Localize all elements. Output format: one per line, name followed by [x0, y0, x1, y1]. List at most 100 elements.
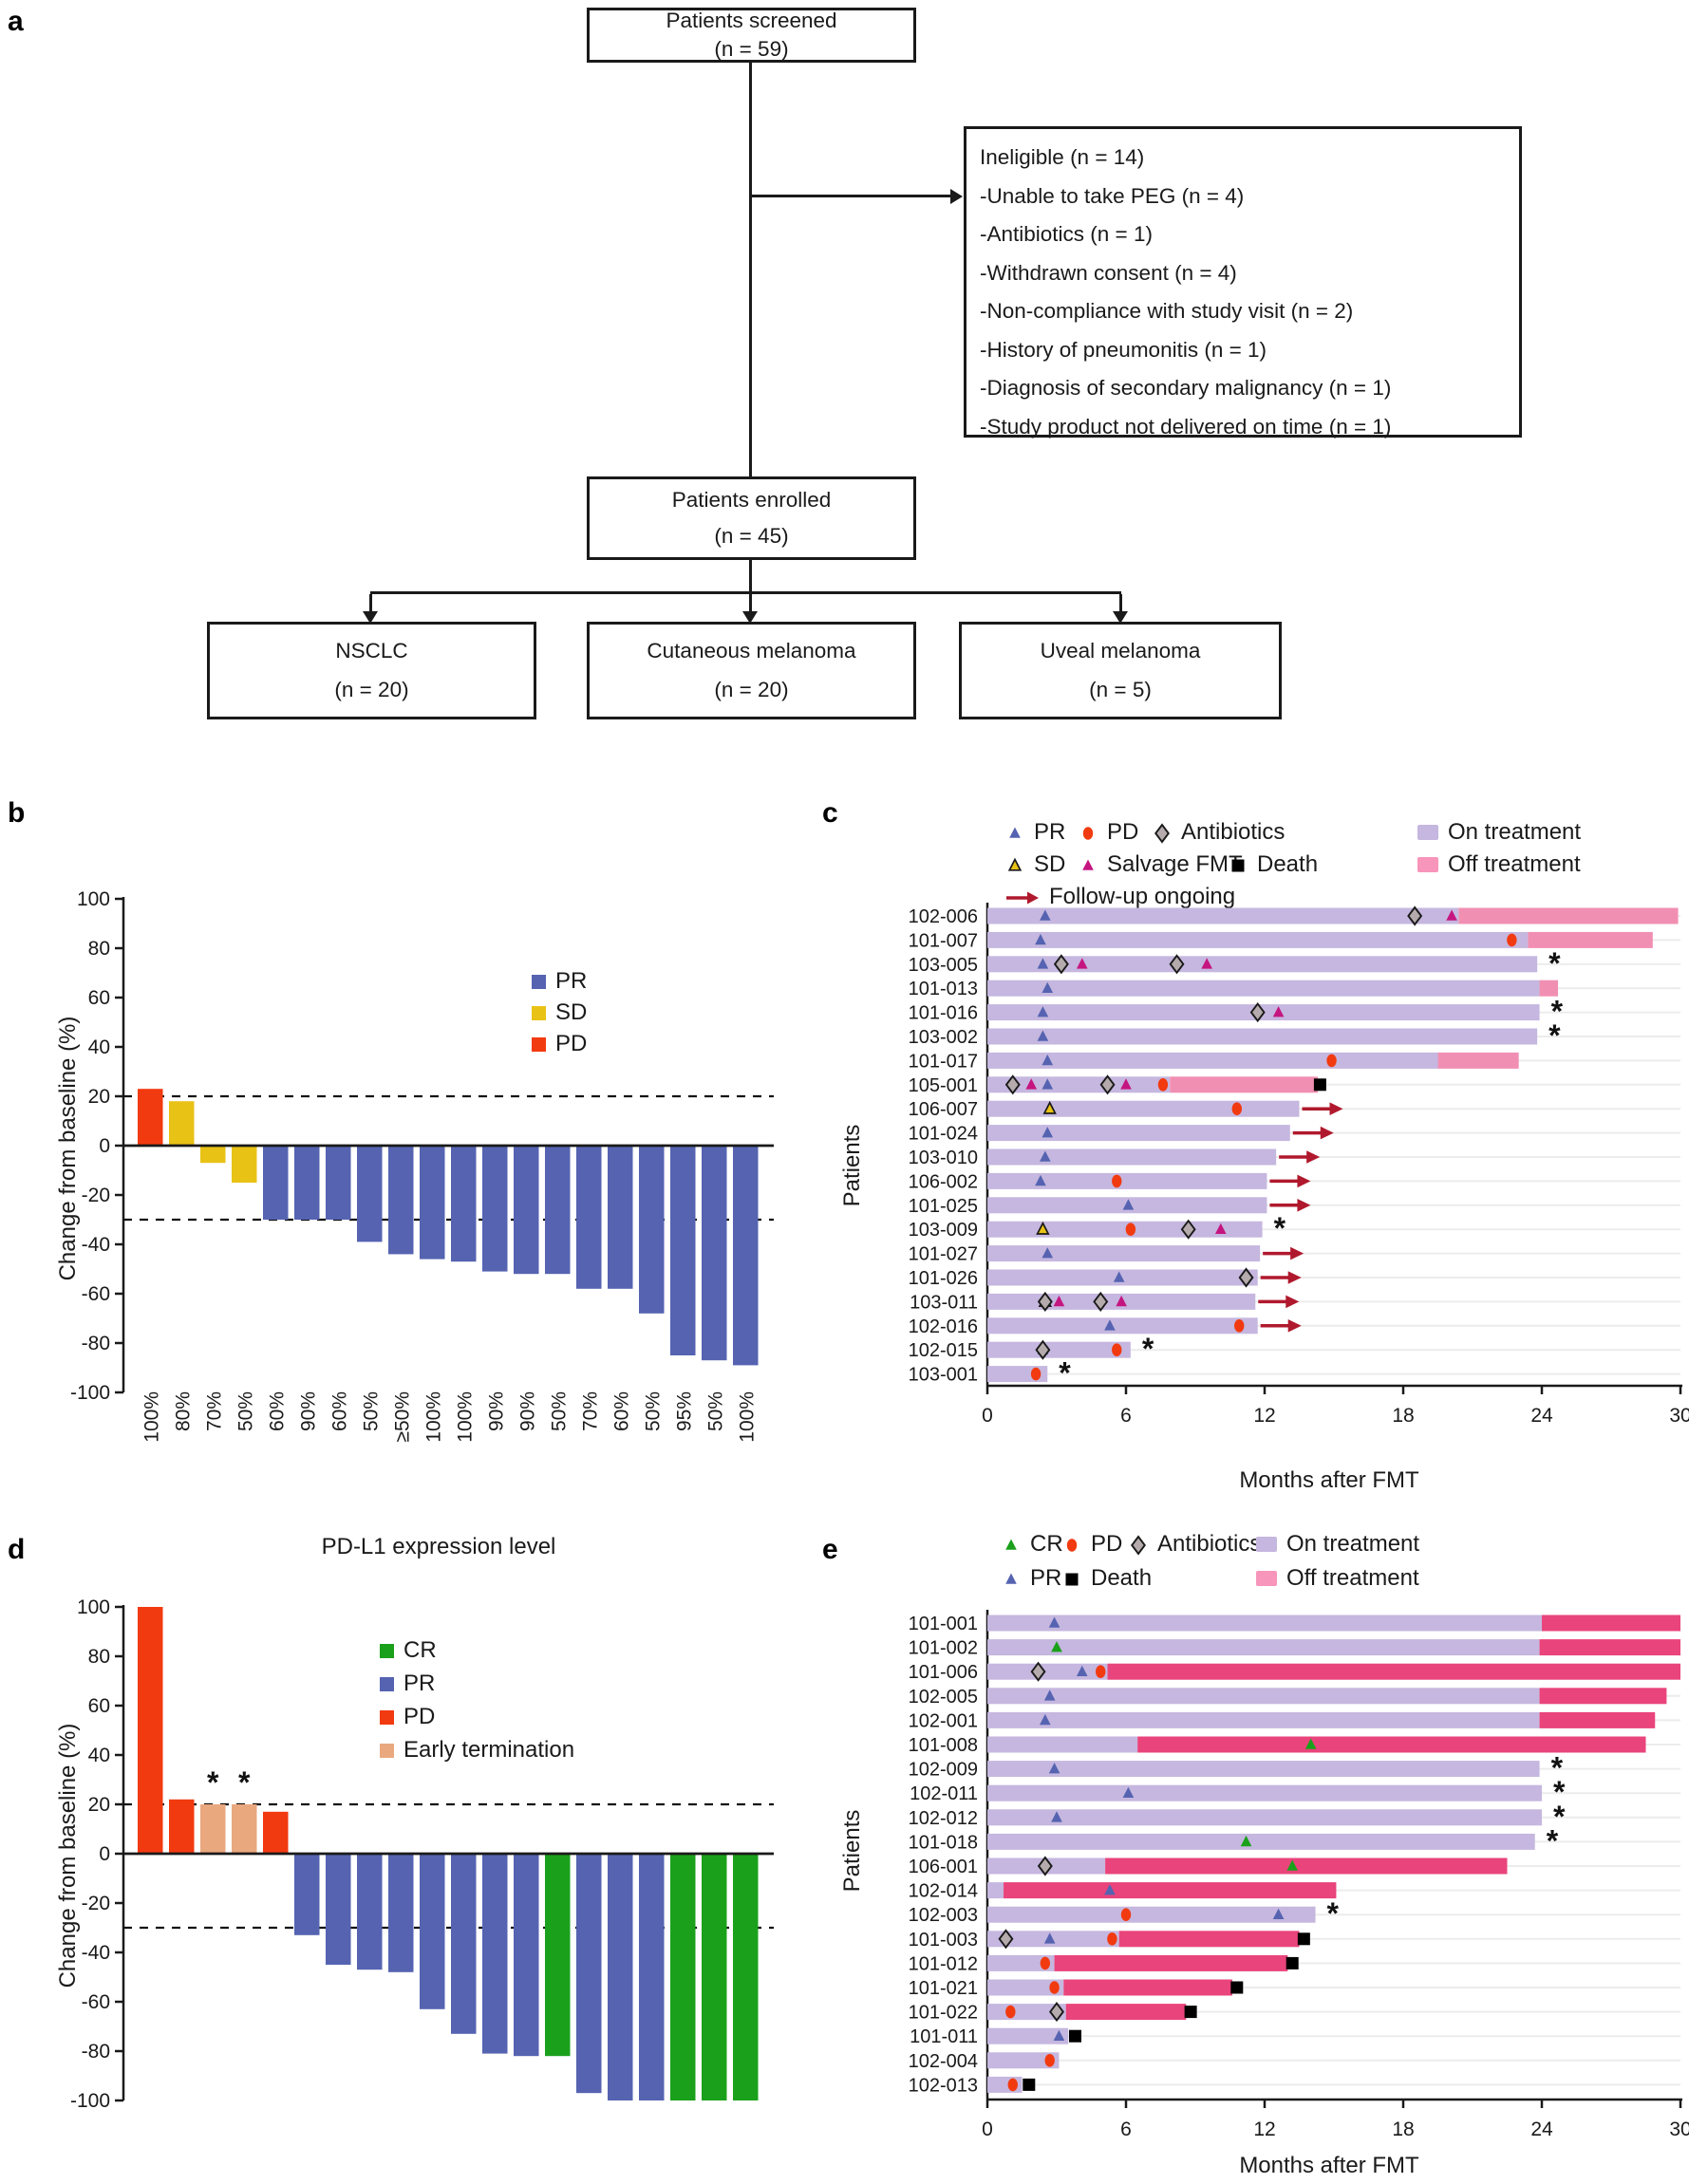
panel-c-ylabel: Patients — [839, 1124, 865, 1207]
cutaneous-count: (n = 20) — [714, 677, 789, 701]
svg-text:*: * — [1551, 1751, 1564, 1785]
panel-e-xlabel: Months after FMT — [1239, 2153, 1419, 2178]
uveal-title: Uveal melanoma — [1040, 639, 1201, 663]
legend-item-antibiotics-diamond: Antibiotics — [1128, 1530, 1261, 1559]
svg-text:50%: 50% — [642, 1391, 664, 1431]
svg-text:12: 12 — [1253, 1405, 1275, 1427]
svg-text:101-021: 101-021 — [909, 1978, 978, 1999]
connector-enrolled-branch — [749, 560, 752, 592]
svg-text:*: * — [1553, 1800, 1566, 1834]
panel-d-waterfall-chart: 100806040200-20-40-60-80-100**CRPRPDEarl… — [70, 1596, 774, 2112]
flowchart-box-cutaneous: Cutaneous melanoma (n = 20) — [587, 622, 916, 719]
svg-text:20: 20 — [88, 1794, 110, 1816]
svg-text:60%: 60% — [610, 1391, 632, 1431]
svg-text:-80: -80 — [82, 1333, 110, 1354]
svg-text:102-006: 102-006 — [909, 906, 978, 927]
svg-text:101-013: 101-013 — [909, 979, 978, 999]
ineligible-line: -Non-compliance with study visit (n = 2) — [980, 299, 1354, 323]
svg-text:*: * — [1274, 1211, 1286, 1245]
svg-text:101-016: 101-016 — [909, 1003, 978, 1024]
branch-stem-uveal — [1119, 594, 1122, 613]
ineligible-line: -Withdrawn consent (n = 4) — [980, 260, 1237, 285]
legend-label: Antibiotics — [1181, 819, 1286, 845]
svg-text:90%: 90% — [516, 1391, 538, 1431]
svg-text:-60: -60 — [82, 1991, 110, 2013]
svg-text:0: 0 — [982, 1405, 993, 1427]
cr-triangle — [1005, 1539, 1017, 1550]
legend-label: Antibiotics — [1157, 1531, 1262, 1557]
legend-label: Death — [1091, 1565, 1153, 1591]
arrowhead-cutaneous — [742, 611, 758, 624]
legend-item-sd-triangle: SD — [1004, 850, 1065, 879]
svg-text:*: * — [1327, 1896, 1340, 1931]
svg-text:102-015: 102-015 — [909, 1340, 978, 1361]
svg-text:60: 60 — [88, 1695, 110, 1717]
off-swatch — [1256, 1571, 1277, 1586]
svg-text:102-009: 102-009 — [909, 1760, 978, 1781]
nsclc-count: (n = 20) — [334, 677, 409, 701]
panel-e-ylabel: Patients — [839, 1809, 865, 1893]
legend-item-pr-triangle: PR — [1004, 818, 1065, 847]
svg-text:60%: 60% — [328, 1391, 350, 1431]
flowchart-box-nsclc: NSCLC (n = 20) — [207, 622, 536, 719]
legend-item-antibiotics-diamond: Antibiotics — [1152, 818, 1285, 847]
svg-text:-100: -100 — [70, 1382, 110, 1404]
svg-text:PR: PR — [403, 1671, 435, 1696]
svg-text:Early termination: Early termination — [403, 1737, 574, 1763]
panel-label-a: a — [8, 6, 24, 37]
svg-text:30: 30 — [1669, 2119, 1689, 2140]
legend-item-pr-triangle: PR — [1001, 1564, 1061, 1593]
svg-text:*: * — [1548, 946, 1561, 980]
svg-text:102-003: 102-003 — [909, 1905, 978, 1926]
pd-circle — [1082, 827, 1094, 840]
flowchart-box-uveal: Uveal melanoma (n = 5) — [959, 622, 1282, 719]
svg-text:*: * — [1142, 1332, 1154, 1366]
svg-text:*: * — [1547, 1823, 1559, 1857]
svg-text:*: * — [1551, 995, 1564, 1029]
svg-text:24: 24 — [1530, 2119, 1553, 2140]
legend-label: CR — [1030, 1531, 1063, 1557]
svg-text:101-011: 101-011 — [910, 2026, 978, 2047]
svg-text:101-003: 101-003 — [909, 1930, 978, 1951]
svg-text:102-012: 102-012 — [909, 1808, 978, 1829]
followup-arrow — [1006, 891, 1039, 905]
screened-title: Patients screened — [666, 8, 837, 32]
legend-item-death-square: Death — [1228, 850, 1318, 879]
panel-b-xlabel: PD-L1 expression level — [321, 1534, 556, 1559]
svg-text:102-005: 102-005 — [909, 1687, 978, 1708]
svg-text:101-022: 101-022 — [909, 2003, 978, 2024]
svg-text:70%: 70% — [579, 1391, 601, 1431]
cutaneous-title: Cutaneous melanoma — [647, 639, 856, 663]
svg-text:12: 12 — [1253, 2119, 1275, 2140]
ineligible-line: -Unable to take PEG (n = 4) — [980, 183, 1245, 208]
svg-text:101-018: 101-018 — [909, 1832, 978, 1853]
legend-label: PD — [1107, 819, 1139, 845]
svg-text:101-012: 101-012 — [909, 1953, 978, 1974]
svg-text:100%: 100% — [454, 1391, 476, 1443]
svg-text:102-014: 102-014 — [909, 1881, 978, 1902]
sd-triangle — [1007, 857, 1023, 871]
panel-b-ylabel: Change from baseline (%) — [55, 1016, 81, 1281]
branch-horizontal-line — [370, 591, 1121, 594]
svg-text:103-010: 103-010 — [909, 1148, 978, 1168]
svg-text:6: 6 — [1120, 1405, 1132, 1427]
svg-text:18: 18 — [1392, 1405, 1414, 1427]
legend-label: Death — [1257, 851, 1319, 877]
svg-text:*: * — [1553, 1775, 1566, 1809]
svg-text:50%: 50% — [360, 1391, 382, 1431]
svg-text:*: * — [238, 1765, 251, 1800]
ineligible-line: -Study product not delivered on time (n … — [980, 414, 1392, 439]
off-swatch — [1417, 857, 1438, 872]
branch-stem-nsclc — [369, 594, 372, 613]
svg-text:50%: 50% — [704, 1391, 726, 1431]
svg-text:-100: -100 — [70, 2090, 110, 2112]
branch-stem-cutaneous — [749, 594, 752, 613]
legend-item-off-swatch: Off treatment — [1417, 850, 1581, 879]
svg-text:18: 18 — [1392, 2119, 1414, 2140]
svg-text:101-002: 101-002 — [909, 1638, 978, 1659]
on-swatch — [1417, 825, 1438, 840]
legend-item-on-swatch: On treatment — [1255, 1530, 1419, 1559]
